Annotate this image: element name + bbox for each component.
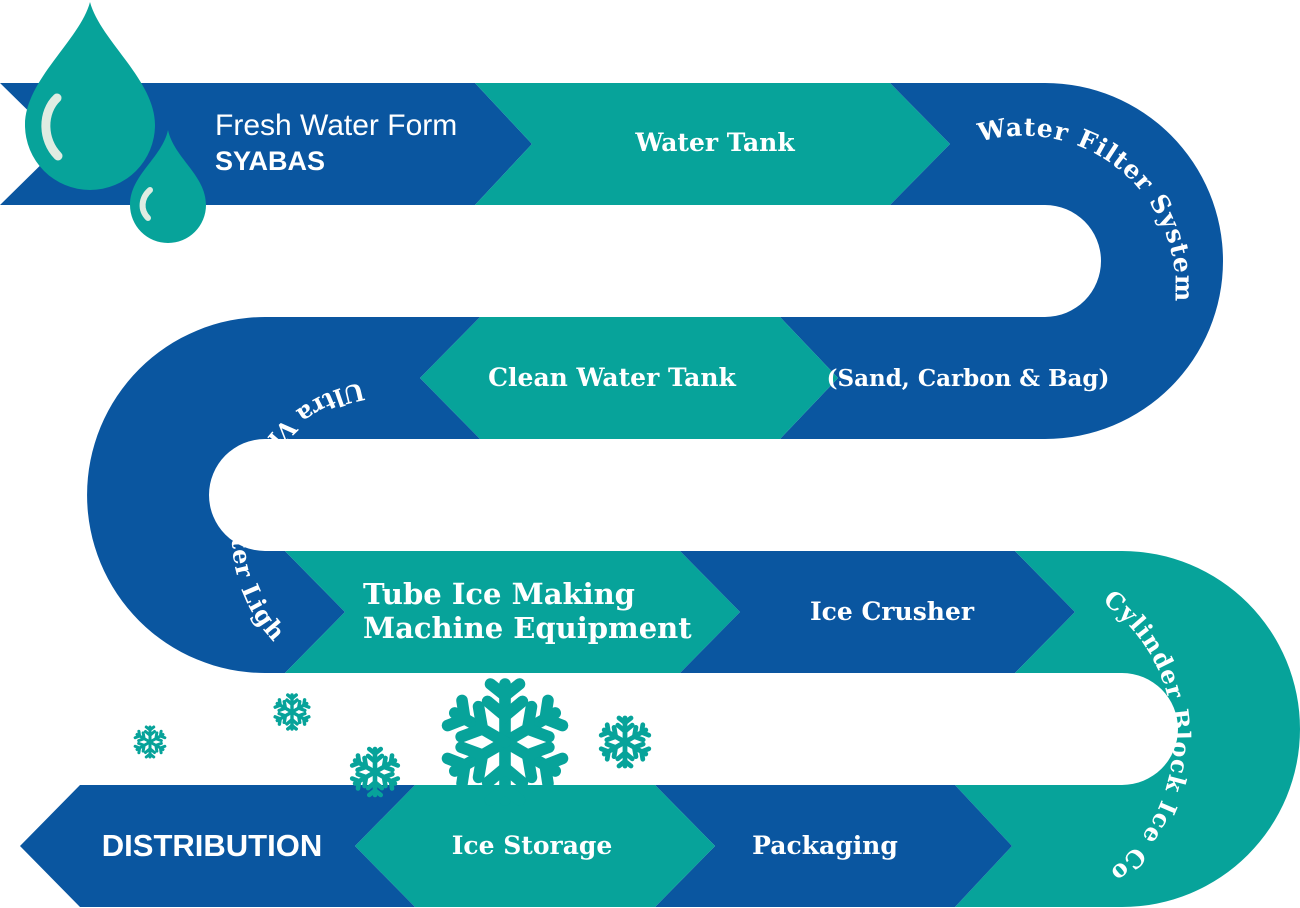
distribution-band [20,785,415,907]
ice-storage-band [355,785,715,907]
source-label-line2: SYABAS [215,146,325,176]
filter-curve-band [780,83,1223,439]
snowflake-icon [133,684,650,800]
water-tank-label: Water Tank [634,128,795,157]
source-label-line1: Fresh Water Form [215,109,457,142]
filter-detail-label: (Sand, Carbon & Bag) [827,365,1110,392]
ice-storage-label: Ice Storage [452,831,613,860]
clean-water-tank-label: Clean Water Tank [488,363,736,392]
ice-crusher-band [680,551,1075,673]
tube-ice-band [285,551,740,673]
distribution-label: DISTRIBUTION [102,828,322,863]
water-drop-icon [25,2,155,190]
clean-water-tank-band [420,317,838,439]
water-tank-band [475,83,950,205]
ice-crusher-label: Ice Crusher [810,597,975,626]
packaging-band [655,785,1012,907]
uv-curve-band [87,317,480,673]
tube-ice-label-line1: Tube Ice Making [363,577,635,611]
tube-ice-label-line2: Machine Equipment [363,611,692,645]
packaging-label: Packaging [752,831,898,860]
small-water-drop-icon [130,130,206,243]
compactor-curve-band [955,551,1300,907]
